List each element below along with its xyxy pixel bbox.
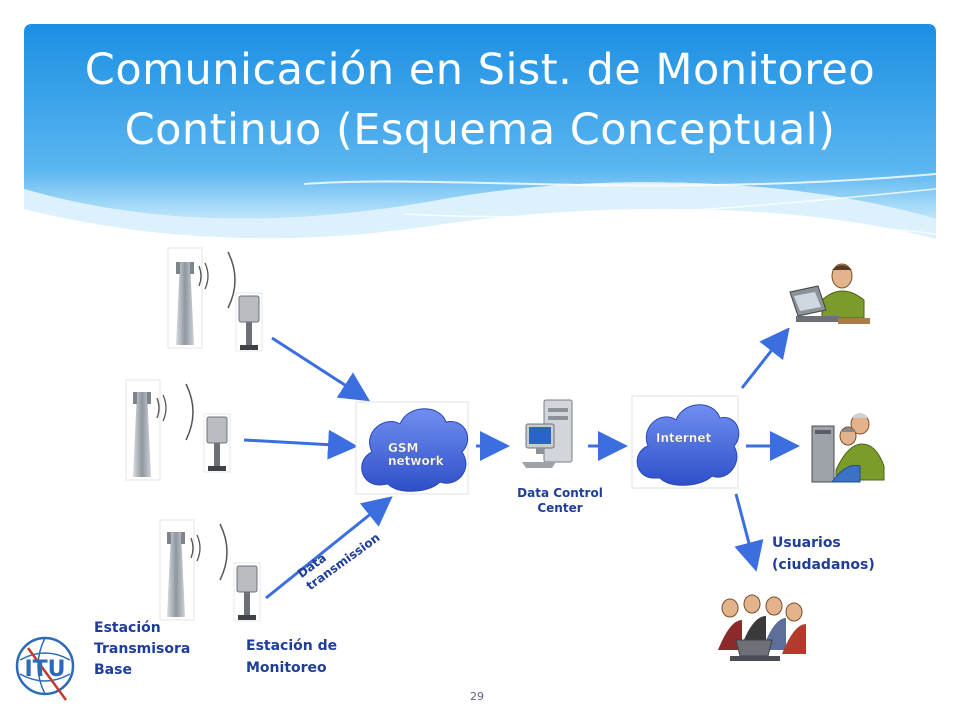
monitoring-station-icon [235,292,263,352]
users-group-laptop-icon [710,590,808,664]
estacion-monitoreo-label-line1: Estación de [246,638,338,654]
monitoring-station-icon [203,413,231,473]
internet-cloud-icon [631,395,740,489]
usuarios-label-line2: (ciudadanos) [772,557,875,573]
internet-label: Internet [656,431,711,445]
arrow-station1-to-gsm [271,336,371,402]
slide-title-line1: Comunicación en Sist. de Monitoreo [84,45,876,95]
gsm-label-line2: network [388,454,445,468]
estacion-monitoreo-label: Estación de Monitoreo [246,635,337,679]
data-control-center-computer-icon [520,398,578,470]
arrow-station2-to-gsm [243,429,358,460]
slide-title-line2: Continuo (Esquema Conceptual) [124,105,836,155]
arrow-internet-to-user1 [740,327,790,389]
base-station-tower-icon [167,247,236,349]
usuarios-label-line1: Usuarios [772,535,841,551]
data-control-label-line1: Data Control [517,486,603,500]
monitoring-station-icon [233,562,261,622]
itu-logo-text: ITU [24,657,65,682]
header-banner [24,24,936,245]
arrow-internet-to-user3 [734,493,764,572]
arrow-station3-to-gsm [265,496,393,600]
slide-title: Comunicación en Sist. de Monitoreo Conti… [24,40,936,160]
estacion-base-label-line2: Transmisora [94,641,191,657]
estacion-base-label: Estación Transmisora Base [94,618,190,681]
estacion-monitoreo-label-line2: Monitoreo [246,660,327,676]
usuarios-label: Usuarios (ciudadanos) [772,532,875,576]
estacion-base-label-line1: Estación [94,620,161,636]
gsm-label-line1: GSM [388,441,418,455]
base-station-tower-icon [125,379,194,481]
itu-logo-icon: ITU [15,636,75,701]
data-control-label-line2: Center [537,501,582,515]
base-station-tower-icon [159,519,228,621]
page-number: 29 [470,690,484,703]
users-couple-computer-icon [806,404,888,486]
estacion-base-label-line3: Base [94,662,132,678]
gsm-network-cloud-icon [355,401,469,495]
user-laptop-icon [782,262,874,328]
